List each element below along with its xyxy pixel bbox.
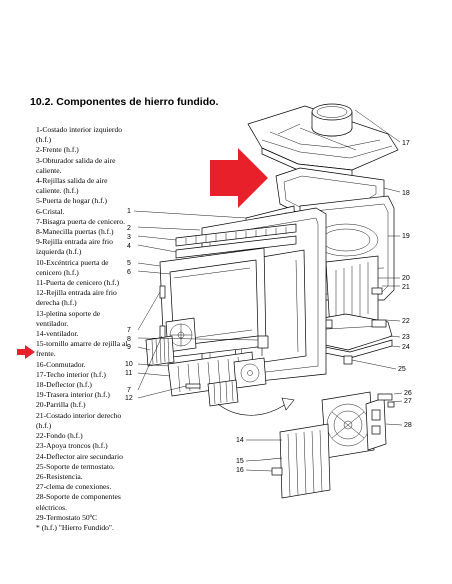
- parts-list-item: 12-Rejilla entrada aire frio: [36, 288, 117, 298]
- parts-list-item: 2-Frente (h.f.): [36, 145, 79, 155]
- parts-list-item: 23-Apoya troncos (h.f.): [36, 441, 108, 451]
- highlight-arrow-top: [210, 148, 268, 208]
- parts-list-item: 6-Cristal.: [36, 206, 65, 216]
- callout-11: 11: [125, 370, 132, 377]
- parts-list-item: derecha (h.f.): [36, 298, 77, 308]
- callout-numbers: 1 2 3 4 5 6 7 8 9 10 11 7 12 14 15 16 17…: [125, 140, 412, 474]
- callout-7a: 7: [127, 327, 131, 334]
- parts-list-item: 20-Parrilla (h.f.): [36, 400, 86, 410]
- parts-list-item: izquierda (h.f.): [36, 247, 82, 257]
- callout-21: 21: [402, 284, 410, 291]
- parts-list-item: 21-Costado interior derecho: [36, 410, 122, 420]
- section-title: 10.2. Componentes de hierro fundido.: [30, 96, 219, 108]
- callout-20: 20: [402, 275, 410, 282]
- parts-list-item: 9-Rejilla entrada aire frio: [36, 237, 113, 247]
- explode-arrow: [217, 397, 295, 416]
- part-techo-interior: [247, 103, 399, 177]
- parts-list-item: 7-Bisagra puerta de cenicero.: [36, 216, 125, 226]
- parts-list-item: 27-clema de conexiones.: [36, 482, 112, 492]
- callout-5: 5: [127, 260, 131, 267]
- part-rejillas-salida: [175, 223, 297, 259]
- callout-23: 23: [402, 334, 410, 341]
- parts-list-item: cenicero (h.f.): [36, 267, 79, 277]
- parts-list-item: 14-ventilador.: [36, 329, 79, 339]
- callout-14: 14: [236, 437, 244, 444]
- parts-list-item: 29-Termostato 50ºC: [36, 512, 98, 522]
- parts-list-item: * (h.f.) "Hierro Fundido".: [36, 522, 114, 532]
- part-conjunto-ventilador: [261, 391, 375, 499]
- callout-27: 27: [404, 398, 412, 405]
- callout-8: 8: [127, 336, 131, 343]
- part-rejilla-izq: [145, 335, 175, 367]
- parts-list-item: 17-Techo interior (h.f.): [36, 369, 106, 379]
- parts-list-item: 5-Puerta de hogar (h.f.): [36, 196, 108, 206]
- parts-list-item: 26-Resistencia.: [36, 471, 83, 481]
- highlight-arrow-left: [17, 345, 35, 359]
- callout-7b: 7: [127, 387, 131, 394]
- callout-18: 18: [402, 190, 410, 197]
- parts-list-item: 16-Conmutador.: [36, 359, 86, 369]
- parts-list-item: 22-Fondo (h.f.): [36, 431, 83, 441]
- parts-list-item: caliente.: [36, 165, 62, 175]
- parts-list: 1-Costado interior izquierdo(h.f.)2-Fren…: [36, 125, 156, 533]
- parts-list-item: 3-Obturador salida de aire: [36, 155, 116, 165]
- parts-list-item: 11-Puerta de cenicero (h.f.): [36, 278, 119, 288]
- parts-list-item: 19-Trasera interior (h.f.): [36, 390, 110, 400]
- callout-24: 24: [402, 344, 410, 351]
- parts-list-item: (h.f.): [36, 420, 52, 430]
- callout-28: 28: [404, 422, 412, 429]
- callout-26: 26: [404, 390, 412, 397]
- callout-2: 2: [127, 225, 131, 232]
- parts-list-item: 24-Deflector aire secundario: [36, 451, 123, 461]
- parts-list-item: 25-Soporte de termostato.: [36, 461, 115, 471]
- parts-list-item: 8-Manecilla puertas (h.f.): [36, 227, 114, 237]
- parts-list-item: 4-Rejillas salida de aire: [36, 176, 108, 186]
- callout-1: 1: [127, 208, 131, 215]
- callout-3: 3: [127, 234, 131, 241]
- callout-4: 4: [127, 243, 131, 250]
- part-soporte-electrico: [343, 355, 395, 451]
- callout-22: 22: [402, 318, 410, 325]
- callout-9: 9: [127, 344, 131, 351]
- callout-25: 25: [398, 366, 406, 373]
- parts-list-item: ventilador.: [36, 318, 69, 328]
- parts-list-item: 13-pletina soporte de: [36, 308, 101, 318]
- parts-list-item: caliente. (h.f.): [36, 186, 79, 196]
- parts-list-item: (h.f.): [36, 135, 52, 145]
- parts-list-item: 18-Deflector (h.f.): [36, 380, 92, 390]
- callout-6: 6: [127, 269, 131, 276]
- parts-list-item: 10-Excéntrica puerta de: [36, 257, 109, 267]
- leader-lines: [133, 109, 403, 472]
- callout-10: 10: [125, 361, 133, 368]
- callout-15: 15: [236, 458, 244, 465]
- callout-12: 12: [125, 395, 133, 402]
- callout-17: 17: [402, 140, 410, 147]
- callout-16: 16: [236, 467, 244, 474]
- parts-list-item: 15-tornillo amarre de rejilla al: [36, 339, 128, 349]
- part-rejilla-der: [207, 357, 267, 407]
- callout-19: 19: [402, 233, 410, 240]
- parts-list-item: frente.: [36, 349, 56, 359]
- parts-list-item: 1-Costado interior izquierdo: [36, 125, 123, 134]
- parts-list-item: 28-Soporte de componentes: [36, 492, 121, 502]
- part-manecilla: [257, 335, 269, 356]
- parts-list-item: eléctricos.: [36, 502, 67, 512]
